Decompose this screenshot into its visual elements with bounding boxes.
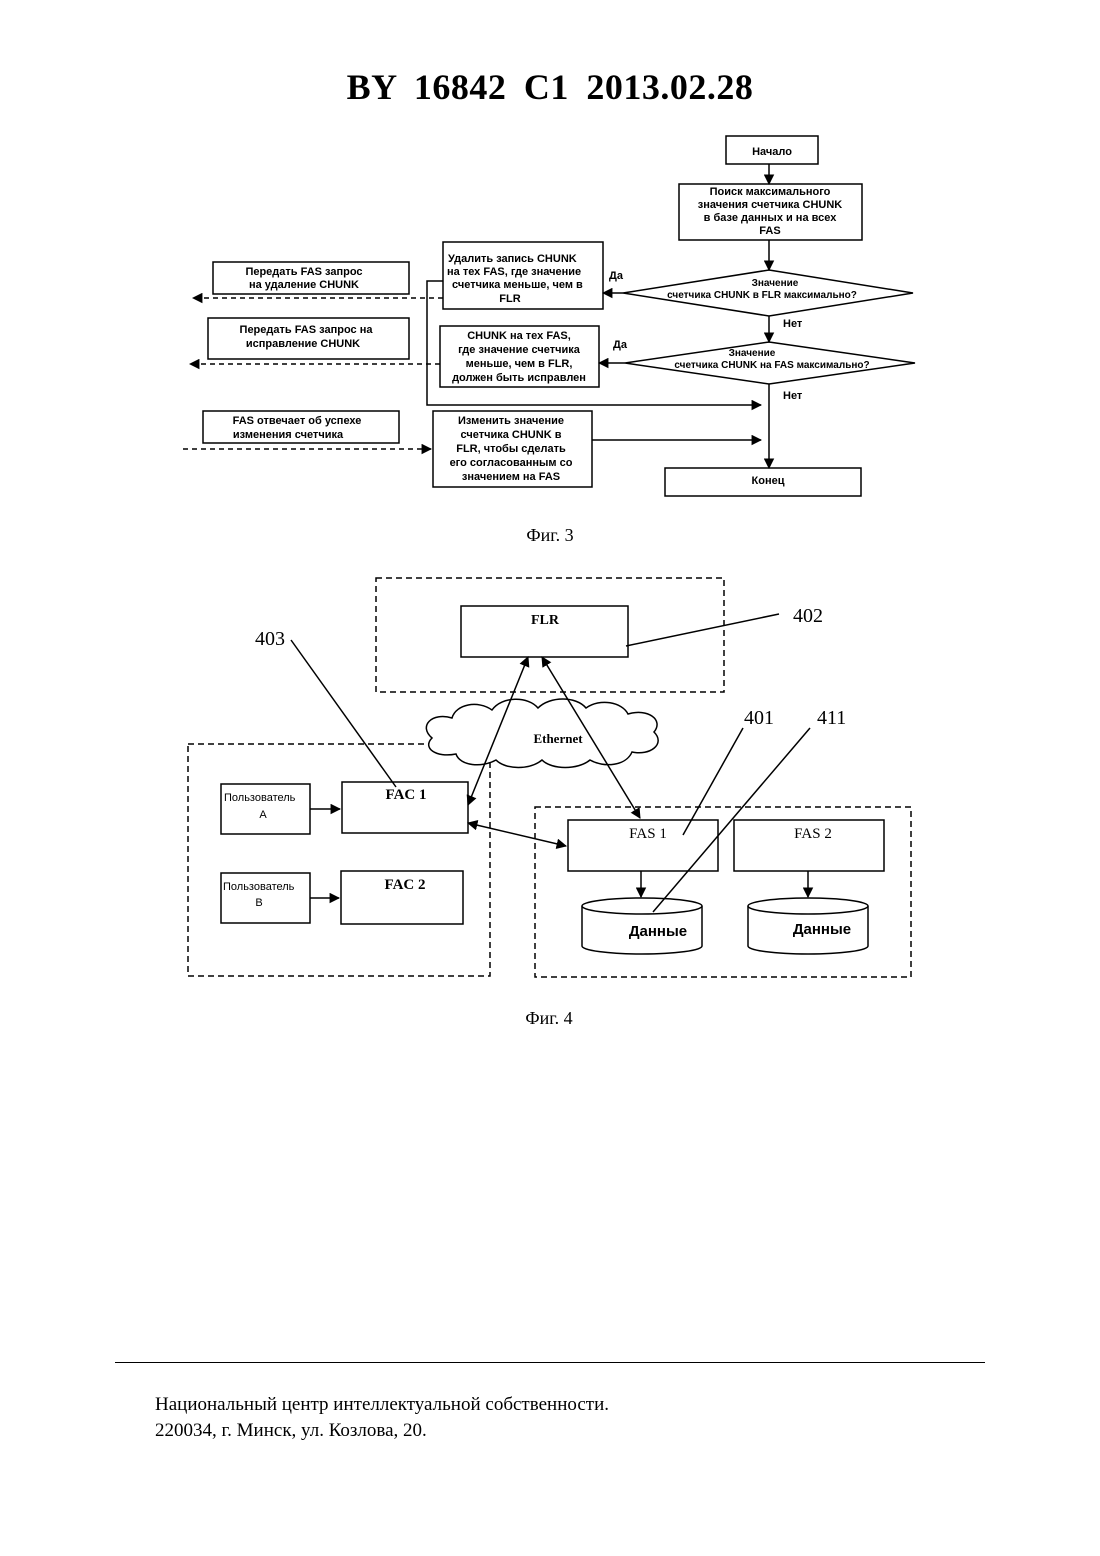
send-fix-label-2: исправление CHUNK	[246, 338, 360, 350]
user-a-label-1: Пользователь	[224, 792, 296, 804]
send-delete-label-2: на удаление CHUNK	[249, 279, 359, 291]
fac2-label: FAC 2	[385, 877, 426, 893]
end-label: Конец	[752, 475, 785, 487]
delete-label-3: счетчика меньше, чем в	[452, 279, 583, 291]
change-label-1: Изменить значение	[458, 415, 564, 427]
data2-label: Данные	[793, 921, 851, 938]
fig3-caption: Фиг. 3	[526, 525, 573, 545]
fas-reply-label-2: изменения счетчика	[233, 429, 344, 441]
change-label-3: FLR, чтобы сделать	[456, 443, 566, 455]
client-group	[188, 744, 490, 976]
change-label-2: счетчика CHUNK в	[461, 429, 562, 441]
ref-411: 411	[817, 707, 846, 729]
fix-label-2: где значение счетчика	[458, 344, 581, 356]
no-label-2: Нет	[783, 390, 803, 402]
delete-label-1: Удалить запись CHUNK	[448, 253, 577, 265]
flr-label: FLR	[531, 613, 560, 628]
data1-label: Данные	[629, 923, 687, 940]
ref-401: 401	[744, 707, 774, 729]
footer-divider	[115, 1362, 985, 1363]
fix-label-3: меньше, чем в FLR,	[466, 358, 573, 370]
ref-403: 403	[255, 628, 285, 650]
decision1-label-1: Значение	[752, 278, 799, 289]
ethernet-label: Ethernet	[533, 731, 583, 746]
start-label: Начало	[752, 146, 792, 158]
fas-reply-label-1: FAS отвечает об успехе	[233, 415, 362, 427]
search-label-2: значения счетчика CHUNK	[698, 199, 843, 211]
send-fix-label-1: Передать FAS запрос на	[240, 324, 374, 336]
figure-4-diagram	[188, 578, 911, 977]
fas1-label: FAS 1	[629, 826, 667, 842]
search-label-1: Поиск максимального	[710, 186, 831, 198]
search-label-3: в базе данных и на всех	[704, 212, 838, 224]
change-label-4: его согласованным со	[450, 457, 573, 469]
decision2-label-2: счетчика CHUNK на FAS максимально?	[674, 360, 869, 371]
footer-line-2: 220034, г. Минск, ул. Козлова, 20.	[155, 1418, 609, 1444]
flr-group	[376, 578, 724, 692]
send-delete-label-1: Передать FAS запрос	[245, 266, 362, 278]
user-b-label-2: В	[255, 897, 262, 909]
yes-label-1: Да	[609, 270, 624, 282]
user-b-label-1: Пользователь	[223, 881, 295, 893]
fix-label-4: должен быть исправлен	[452, 372, 586, 384]
yes-label-2: Да	[613, 339, 628, 351]
decision1-label-2: счетчика CHUNK в FLR максимально?	[667, 290, 857, 301]
fas2-label: FAS 2	[794, 826, 832, 842]
fac1-label: FAC 1	[386, 787, 427, 803]
fig4-caption: Фиг. 4	[525, 1008, 572, 1028]
user-a-label-2: А	[259, 809, 267, 821]
footer-line-1: Национальный центр интеллектуальной собс…	[155, 1392, 609, 1418]
footer: Национальный центр интеллектуальной собс…	[155, 1392, 609, 1444]
fix-label-1: CHUNK на тех FAS,	[467, 330, 571, 342]
search-label-4: FAS	[759, 225, 780, 237]
delete-label-2: на тех FAS, где значение	[447, 266, 581, 278]
change-label-5: значением на FAS	[462, 471, 560, 483]
decision2-label-1: Значение	[729, 348, 776, 359]
ref-402: 402	[793, 605, 823, 627]
no-label-1: Нет	[783, 318, 803, 330]
delete-label-4: FLR	[499, 293, 520, 305]
